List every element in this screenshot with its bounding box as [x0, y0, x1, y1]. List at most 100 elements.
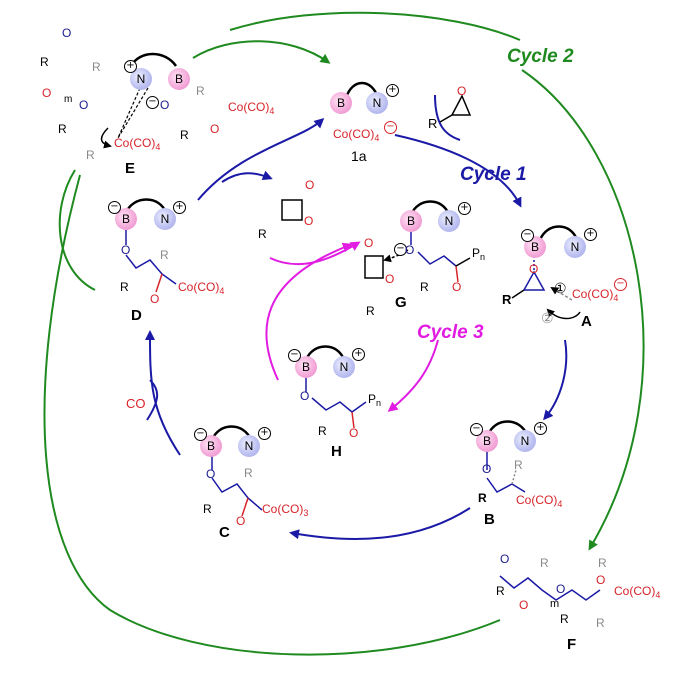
cycle1-arrow-D-to-1a: [197, 117, 325, 201]
polymer-chain-H: Pn: [368, 392, 382, 408]
positive-charge-icon: +: [173, 201, 186, 214]
positive-charge-icon: +: [386, 84, 399, 97]
carbonyl-oxygen-D: O: [150, 292, 160, 306]
cycle1-co-entry: [146, 379, 159, 421]
oxygen-E-right: O: [160, 98, 170, 112]
cobalt-E-right: Co(CO)4: [228, 100, 275, 116]
r-group-D: R: [120, 280, 129, 294]
positive-charge-icon: +: [258, 427, 271, 440]
r-group-F-3: R: [560, 612, 569, 626]
nitrogen-atom: N: [366, 92, 388, 114]
oxygen-E-top: O: [62, 26, 72, 40]
label-F: F: [567, 636, 577, 653]
carbonyl-oxygen-H: O: [349, 426, 359, 440]
label-G: G: [395, 294, 407, 311]
lactone-carbonyl-oxygen: O: [305, 178, 315, 192]
cobalt-D: Co(CO)4: [178, 280, 225, 296]
lactone-ring-oxygen: O: [304, 214, 314, 228]
positive-charge-icon: +: [124, 60, 137, 73]
cycle2-arrow-D-to-E: [58, 169, 96, 291]
carbonyl-oxygen-E-right: O: [210, 122, 220, 136]
negative-charge-icon: −: [470, 423, 483, 436]
negative-charge-icon: −: [614, 278, 627, 291]
oxygen-E-mid: O: [79, 98, 89, 112]
label-D: D: [131, 307, 142, 324]
oxygen-G: O: [405, 243, 415, 257]
negative-charge-icon: −: [384, 121, 397, 134]
carbonyl-oxygen-C: O: [236, 514, 246, 528]
r-group-C: R: [203, 502, 212, 516]
cycle1-arrow-B-to-C: [289, 507, 471, 540]
oxygen-D: O: [121, 243, 131, 257]
cycle1-arrow-A-to-B: [543, 339, 568, 421]
cycle2-outer-arc-top: [229, 11, 521, 41]
cycle3-label: Cycle 3: [417, 322, 484, 343]
epoxide-oxygen-A: O: [529, 262, 539, 276]
positive-charge-icon: +: [584, 228, 597, 241]
label-E: E: [125, 160, 136, 177]
nitrogen-atom: N: [154, 208, 176, 230]
oxygen-B: O: [482, 462, 492, 476]
oxygen-H: O: [300, 389, 310, 403]
r-group-E-1: R: [40, 55, 49, 69]
r-group-E-4: R: [86, 148, 95, 162]
negative-charge-icon: −: [288, 349, 301, 362]
r-group-B-gray: R: [514, 458, 523, 472]
cycle3-arrow-H-to-G: [265, 242, 353, 381]
nitrogen-atom: N: [238, 435, 260, 457]
boron-atom: B: [200, 435, 222, 457]
negative-charge-icon: −: [521, 229, 534, 242]
carbonyl-oxygen-G: O: [452, 280, 462, 294]
epoxide-o: O: [457, 84, 467, 98]
carbonyl-oxygen-E: O: [42, 86, 52, 100]
boron-atom: B: [476, 430, 498, 452]
r-group-A: R: [502, 292, 512, 307]
label-1a: 1a: [351, 148, 367, 164]
r-group-D-gray: R: [160, 248, 169, 262]
label-C: C: [219, 524, 230, 541]
label-H: H: [331, 443, 342, 460]
carbonyl-oxygen-F-2: O: [596, 573, 606, 587]
cycle1-lactone-release: [221, 170, 273, 183]
positive-charge-icon: +: [458, 202, 471, 215]
cycle1-arrow-C-to-D: [145, 330, 181, 456]
lactone-G-r: R: [366, 304, 375, 318]
negative-charge-icon: −: [108, 201, 121, 214]
cycle1-label: Cycle 1: [460, 164, 527, 185]
negative-charge-icon: −: [394, 243, 407, 256]
oxygen-F-mid: O: [556, 582, 566, 596]
cycle1-arrow-1a-to-A: [394, 134, 522, 208]
positive-charge-icon: +: [352, 348, 365, 361]
cycle2-arrow-to-F: [521, 69, 645, 551]
r-group-F-1: R: [496, 584, 505, 598]
negative-charge-icon: −: [194, 428, 207, 441]
r-group-G: R: [420, 280, 429, 294]
r-group-C-gray: R: [244, 466, 253, 480]
boron-atom: B: [330, 92, 352, 114]
boron-atom: B: [168, 68, 190, 90]
step-two-marker: ②: [541, 310, 554, 326]
cobalt-B: Co(CO)4: [516, 493, 563, 509]
repeat-index-F: m: [550, 598, 560, 610]
positive-charge-icon: +: [534, 422, 547, 435]
step-one-marker: ①: [554, 280, 567, 296]
lactone-r-group: R: [258, 227, 267, 241]
cobalt-anion-A: Co(CO)4: [572, 287, 619, 303]
r-group-H: R: [318, 424, 327, 438]
nitrogen-atom: N: [514, 430, 536, 452]
cycle3-arrow-G-to-H: [387, 339, 439, 412]
polymer-chain-G: Pn: [472, 246, 486, 262]
negative-charge-icon: −: [146, 96, 159, 109]
lactone-G-ring-oxygen: O: [385, 272, 395, 286]
r-group-E-5: R: [196, 84, 205, 98]
cycle2-arrow-E-to-1a: [192, 40, 331, 64]
cobalt-C: Co(CO)3: [262, 502, 309, 518]
boron-atom: B: [400, 210, 422, 232]
cobalt-F: Co(CO)4: [614, 584, 661, 600]
nitrogen-atom: N: [333, 356, 355, 378]
cycle2-label: Cycle 2: [507, 46, 574, 67]
r-group-F-2: R: [540, 556, 549, 570]
boron-atom: B: [295, 356, 317, 378]
lactone-G-carbonyl: O: [364, 236, 374, 250]
